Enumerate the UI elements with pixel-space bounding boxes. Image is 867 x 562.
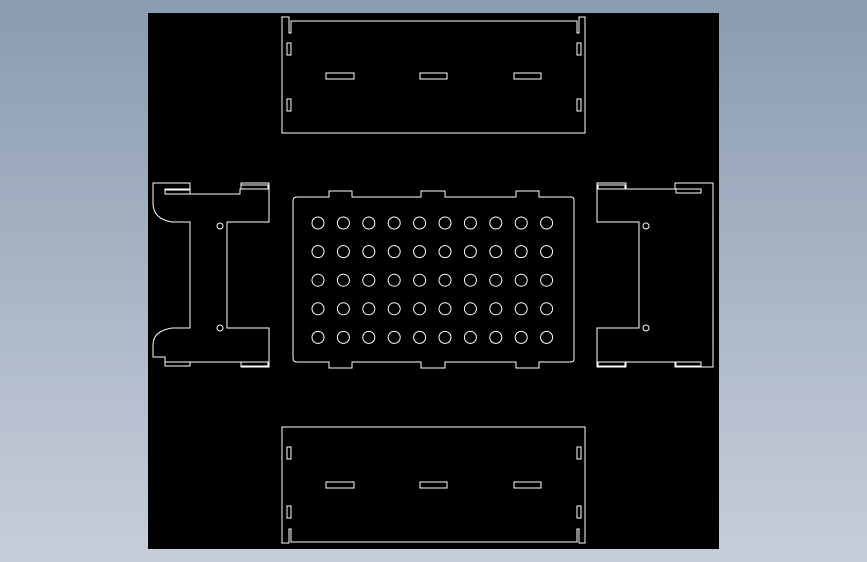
bottom-panel-slot-1 (325, 481, 355, 489)
grid-hole (362, 302, 376, 316)
grid-hole (540, 302, 554, 316)
grid-hole (540, 245, 554, 259)
left-panel-outline (152, 182, 270, 368)
top-panel-outline (281, 16, 586, 134)
grid-hole (336, 245, 350, 259)
bottom-panel-slot-2 (419, 481, 448, 489)
grid-hole (438, 330, 452, 344)
bottom-panel-tab-left-lower (286, 505, 292, 519)
right-panel-hole-top (642, 222, 650, 230)
grid-hole (387, 245, 401, 259)
drawing-svg (152, 16, 714, 544)
grid-hole (540, 273, 554, 287)
top-panel-tab-right-upper (576, 42, 582, 56)
top-panel-tab-left-lower (286, 98, 292, 112)
center-panel-outline (292, 190, 575, 369)
bottom-panel-tab-right-upper (576, 446, 582, 460)
grid-hole (413, 216, 427, 230)
right-panel-hole-bottom (642, 324, 650, 332)
grid-hole (438, 245, 452, 259)
grid-hole (362, 330, 376, 344)
bottom-panel-tab-left-upper (286, 446, 292, 460)
top-panel-slot-3 (513, 72, 542, 80)
grid-hole (311, 302, 325, 316)
left-panel-hole-top (216, 222, 224, 230)
right-panel-notch-top-a (597, 184, 626, 190)
grid-hole (362, 216, 376, 230)
grid-hole (463, 245, 477, 259)
grid-hole (362, 245, 376, 259)
left-panel-notch-bottom-a (164, 361, 191, 367)
grid-hole (336, 273, 350, 287)
grid-hole (489, 273, 503, 287)
grid-hole (387, 302, 401, 316)
bottom-panel-slot-3 (513, 481, 542, 489)
right-end-panel (596, 182, 714, 368)
right-panel-notch-top-b (675, 188, 702, 194)
grid-hole (387, 273, 401, 287)
grid-hole (463, 330, 477, 344)
cad-viewport[interactable] (148, 13, 719, 549)
grid-hole (514, 273, 528, 287)
grid-hole (463, 216, 477, 230)
grid-hole (336, 330, 350, 344)
grid-hole (336, 302, 350, 316)
grid-hole (311, 216, 325, 230)
left-panel-notch-top-b (240, 184, 269, 190)
bottom-panel-outline (281, 426, 586, 544)
grid-hole (540, 216, 554, 230)
top-panel-slot-1 (325, 72, 355, 80)
grid-hole (463, 302, 477, 316)
top-panel-tab-left-upper (286, 42, 292, 56)
top-panel-tab-right-lower (576, 98, 582, 112)
grid-hole (336, 216, 350, 230)
grid-hole (514, 245, 528, 259)
grid-hole (438, 302, 452, 316)
grid-hole (489, 216, 503, 230)
grid-hole (438, 273, 452, 287)
grid-hole (514, 302, 528, 316)
grid-hole (489, 245, 503, 259)
grid-hole (413, 245, 427, 259)
grid-hole (540, 330, 554, 344)
grid-hole (413, 273, 427, 287)
grid-hole (413, 330, 427, 344)
center-grid-panel (292, 190, 575, 369)
bottom-side-panel (281, 426, 586, 544)
grid-hole (362, 273, 376, 287)
grid-hole (489, 330, 503, 344)
grid-hole (311, 273, 325, 287)
right-panel-notch-bottom-a (597, 361, 626, 367)
left-panel-notch-top-a (164, 189, 191, 195)
center-panel-hole-grid (311, 216, 554, 344)
grid-hole (438, 216, 452, 230)
grid-hole (387, 216, 401, 230)
grid-hole (514, 330, 528, 344)
top-side-panel (281, 16, 586, 134)
left-panel-notch-bottom-b (240, 361, 269, 367)
left-end-panel (152, 182, 270, 368)
right-panel-outline (596, 182, 714, 368)
grid-hole (311, 330, 325, 344)
grid-hole (413, 302, 427, 316)
grid-hole (387, 330, 401, 344)
bottom-panel-tab-right-lower (576, 505, 582, 519)
right-panel-notch-bottom-b (675, 361, 702, 367)
grid-hole (463, 273, 477, 287)
grid-hole (514, 216, 528, 230)
left-panel-hole-bottom (216, 324, 224, 332)
grid-hole (311, 245, 325, 259)
grid-hole (489, 302, 503, 316)
top-panel-slot-2 (419, 72, 448, 80)
